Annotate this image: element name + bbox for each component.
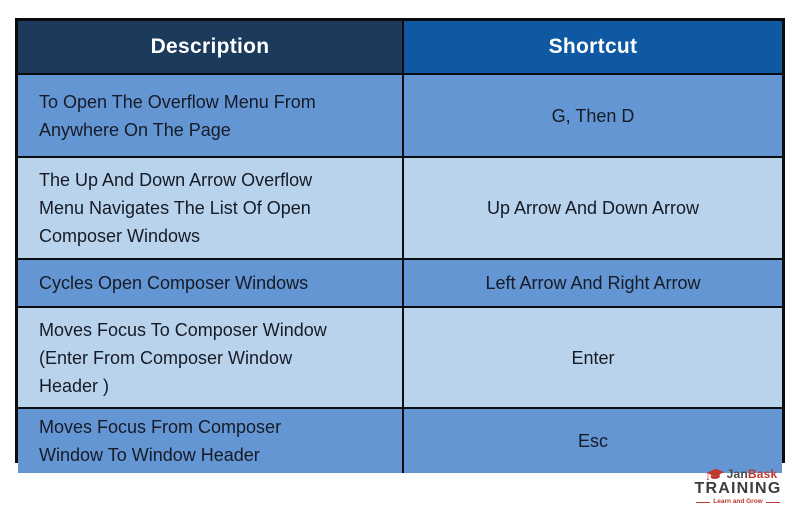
row-description: Moves Focus From Composer Window To Wind… [18, 409, 404, 473]
table-row: Moves Focus From Composer Window To Wind… [18, 407, 782, 473]
brand-tagline: Learn and Grow [686, 498, 790, 506]
brand-name: JanBask [727, 468, 778, 480]
table-header-row: Description Shortcut [18, 21, 782, 73]
table-row: The Up And Down Arrow Overflow Menu Navi… [18, 156, 782, 258]
row-description: To Open The Overflow Menu From Anywhere … [18, 75, 404, 156]
header-description: Description [18, 21, 404, 73]
shortcuts-table: Description Shortcut To Open The Overflo… [15, 18, 785, 473]
brand-jan: Jan [726, 467, 748, 481]
row-description: The Up And Down Arrow Overflow Menu Navi… [18, 158, 404, 258]
tagline-rule-right [765, 501, 780, 503]
table-row: To Open The Overflow Menu From Anywhere … [18, 73, 782, 156]
brand-training: TRAINING [694, 480, 782, 497]
row-description: Moves Focus To Composer Window (Enter Fr… [18, 308, 404, 407]
table-row: Moves Focus To Composer Window (Enter Fr… [18, 306, 782, 407]
row-shortcut: Up Arrow And Down Arrow [404, 158, 782, 258]
brand-bask: Bask [747, 467, 778, 481]
janbask-training-logo: JanBask TRAINING Learn and Grow [686, 467, 790, 506]
header-shortcut: Shortcut [404, 21, 782, 73]
row-shortcut: Esc [404, 409, 782, 473]
row-description: Cycles Open Composer Windows [18, 260, 404, 306]
tagline-text: Learn and Grow [713, 498, 763, 505]
row-shortcut: G, Then D [404, 75, 782, 156]
row-shortcut: Enter [404, 308, 782, 407]
table-row: Cycles Open Composer Windows Left Arrow … [18, 258, 782, 306]
graduation-cap-icon [706, 468, 724, 480]
row-shortcut: Left Arrow And Right Arrow [404, 260, 782, 306]
tagline-rule-left [696, 501, 711, 503]
